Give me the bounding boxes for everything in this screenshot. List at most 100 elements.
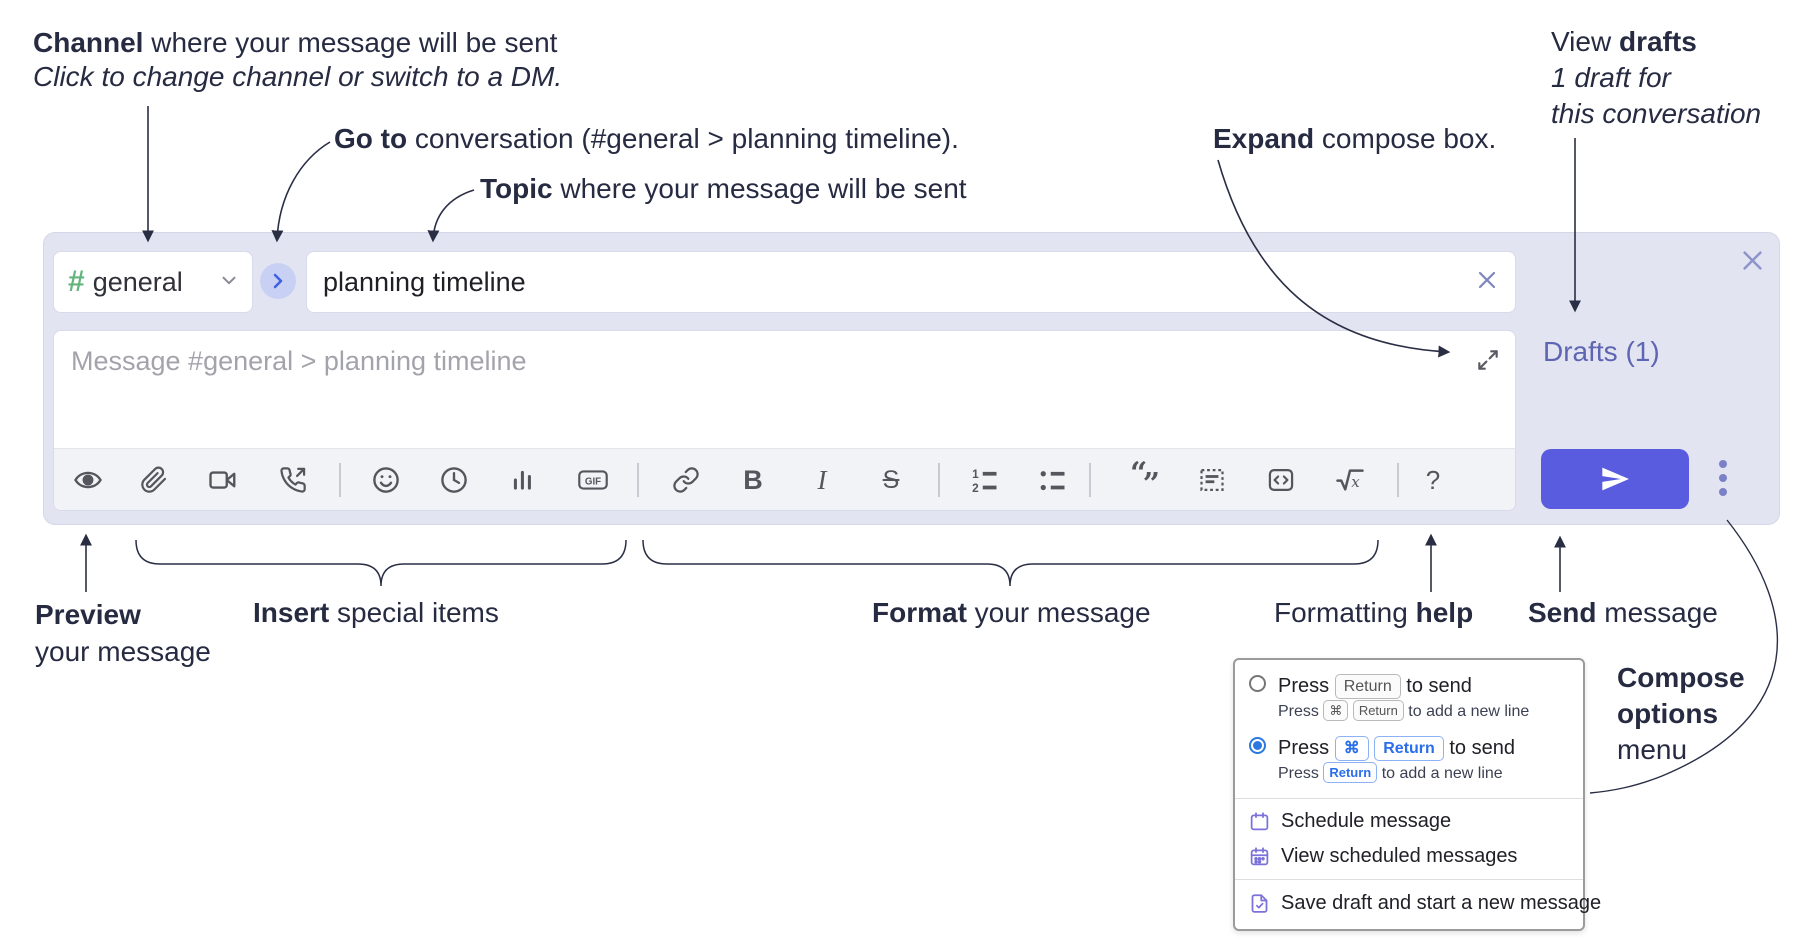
spoiler-button[interactable] [1196,464,1228,496]
close-icon [1478,271,1496,288]
svg-text:1: 1 [972,467,979,481]
clock-icon [441,467,467,493]
annotation-topic-bold: Topic [480,173,553,204]
annotation-view-drafts: View drafts 1 draft for this conversatio… [1551,24,1761,132]
video-call-button[interactable] [207,464,239,496]
quote-button[interactable]: “ ” [1129,456,1161,502]
return-key: Return [1374,736,1444,761]
annotation-send-bold: Send [1528,597,1597,628]
preview-button[interactable] [72,464,104,496]
annotation-goto-rest: conversation (#general > planning timeli… [407,123,959,154]
option1-text: to send [1406,675,1472,697]
annotation-channel-sub: Click to change channel or switch to a D… [33,61,563,92]
svg-text:GIF: GIF [585,476,601,487]
channel-hash-icon: # [68,265,85,298]
popup-divider [1235,798,1583,799]
message-input[interactable]: Message #general > planning timeline [53,330,1516,511]
link-button[interactable] [670,464,702,496]
annotation-format-bold: Format [872,597,967,628]
annotation-channel-rest: where your message will be sent [143,27,558,58]
annotation-view-drafts-line2: 1 draft for [1551,62,1671,93]
annotation-compose-options-line2: options [1617,698,1719,729]
code-button[interactable] [1265,464,1297,496]
italic-button[interactable]: I [817,464,827,495]
emoji-button[interactable] [370,464,402,496]
bulleted-list-button[interactable] [1036,464,1068,496]
annotation-view-drafts-pre: View [1551,26,1619,57]
option1-text: Press [1278,675,1330,697]
poll-button[interactable] [507,464,539,496]
paperclip-icon [141,466,167,493]
annotation-view-drafts-bold: drafts [1618,26,1697,57]
menu-item-schedule-message[interactable]: Schedule message [1235,804,1583,839]
math-button[interactable]: x [1334,464,1366,496]
formatting-help-button[interactable]: ? [1425,464,1441,495]
voice-call-button[interactable] [277,464,309,496]
gif-button[interactable]: GIF [577,464,609,496]
time-button[interactable] [438,464,470,496]
annotation-preview: Preview your message [35,596,211,670]
topic-clear-button[interactable] [1475,268,1499,297]
annotation-topic-rest: where your message will be sent [552,173,967,204]
menu-item-label: Schedule message [1281,810,1452,832]
ellipsis-dot [1719,474,1727,482]
expand-compose-button[interactable] [1475,347,1501,378]
attach-file-button[interactable] [138,464,170,496]
option2-text: Press [1278,737,1330,759]
annotation-send-rest: message [1596,597,1718,628]
option1-subtext: to add a new line [1408,703,1530,720]
send-option-cmd-return[interactable]: Press ⌘ Return to send Press Return to a… [1249,734,1569,786]
send-button[interactable] [1541,449,1689,509]
topic-input[interactable]: planning timeline [306,251,1516,313]
chevron-down-icon [218,269,240,296]
drafts-link[interactable]: Drafts (1) [1543,336,1660,367]
radio-unselected[interactable] [1249,675,1266,692]
quote-close-glyph: ” [1142,467,1160,502]
strikethrough-button[interactable]: S [882,465,900,494]
option2-text: to send [1449,737,1515,759]
cmd-key: ⌘ [1323,700,1349,721]
channel-selector[interactable]: # general [53,251,253,313]
send-plane-icon [1602,467,1629,491]
option2-subtext: to add a new line [1381,765,1503,782]
annotation-expand-rest: compose box. [1314,123,1497,154]
annotation-send: Send message [1528,596,1718,630]
annotation-compose-options-line3: menu [1617,734,1688,765]
annotation-insert-bold: Insert [253,597,330,628]
svg-text:x: x [1351,473,1360,491]
brace-insert [135,539,627,587]
calendar-grid-icon [1250,847,1269,866]
smiley-icon [373,467,399,493]
annotation-compose-options-line1: Compose [1617,662,1745,693]
topic-value: planning timeline [323,266,526,297]
annotation-goto-bold: Go to [334,123,408,154]
toolbar-divider [938,463,940,497]
return-key: Return [1352,700,1404,721]
compose-options-popup: Press Return to send Press ⌘ Return to a… [1233,658,1601,931]
goto-conversation-button[interactable] [260,263,296,299]
sqrt-x-icon: x [1336,469,1364,491]
svg-text:2: 2 [972,481,979,495]
menu-item-save-draft[interactable]: Save draft and start a new message [1235,886,1601,921]
radio-selected[interactable] [1249,737,1266,754]
toolbar-divider [339,463,341,497]
annotation-channel-bold: Channel [33,27,144,58]
annotation-formatting-help-pre: Formatting [1274,597,1416,628]
annotation-view-drafts-line3: this conversation [1551,98,1762,129]
calendar-icon [1250,812,1269,831]
annotation-insert-rest: special items [329,597,499,628]
send-option-return[interactable]: Press Return to send Press ⌘ Return to a… [1249,672,1569,724]
return-key: Return [1334,674,1401,699]
compose-options-menu-button[interactable] [1713,460,1733,496]
annotation-format-rest: your message [966,597,1151,628]
toolbar-divider [1089,463,1091,497]
annotation-expand: Expand compose box. [1213,122,1496,156]
gif-icon: GIF [578,470,608,490]
bold-button[interactable]: B [743,464,763,495]
connector-goto [271,141,331,243]
bulleted-list-icon [1040,471,1065,491]
close-compose-button[interactable] [1737,245,1767,275]
menu-item-view-scheduled[interactable]: View scheduled messages [1235,839,1583,874]
